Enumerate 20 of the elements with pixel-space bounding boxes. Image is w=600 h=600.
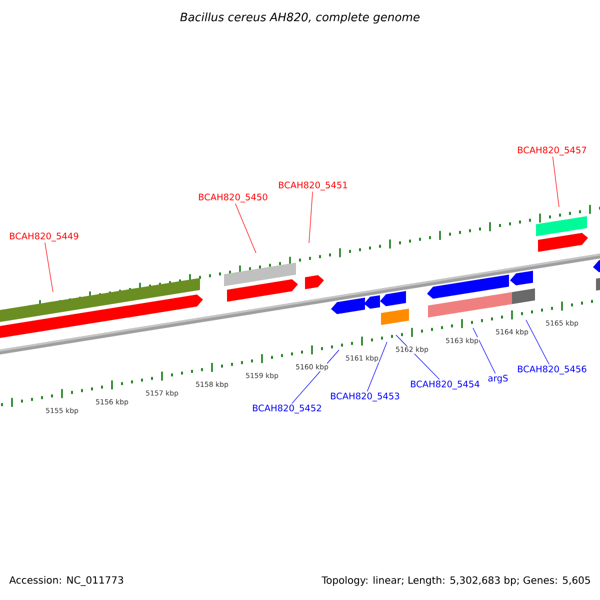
leader-line [552,156,560,208]
gene-label: BCAH820_5449 [10,232,78,242]
gene-label: BCAH820_5453 [330,392,400,402]
gene-label: BCAH820_5452 [252,404,321,414]
leader-line [235,203,256,254]
leader-line [292,350,340,404]
leader-line [308,191,313,244]
gene-label: argS [488,374,508,384]
accession-text: Accession: NC_011773 [9,576,124,586]
genome-info-text: Topology: linear; Length: 5,302,683 bp; Genes: 5,605 [322,576,590,586]
gene-label: BCAH820_5454 [410,380,480,390]
leader-line [526,320,550,365]
leader-line [472,328,496,374]
gene-label: BCAH820_5456 [518,366,586,374]
gene-label: BCAH820_5450 [198,194,268,202]
leader-line [44,242,54,292]
leader-line [366,342,388,392]
title: Bacillus cereus AH820, complete genome [180,12,420,24]
gene-label: BCAH820_5457 [518,146,586,156]
gene-label: BCAH820_5451 [278,182,348,190]
